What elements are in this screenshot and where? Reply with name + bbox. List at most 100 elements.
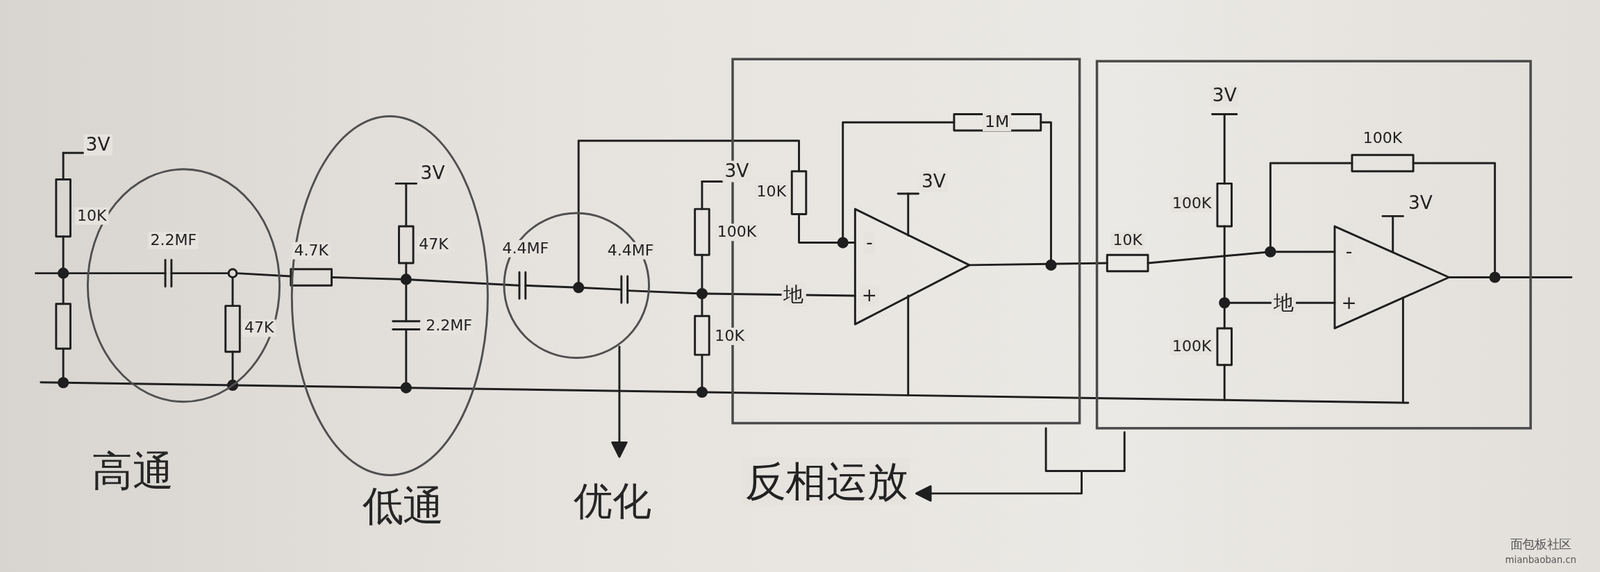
wire bbox=[1270, 163, 1353, 253]
supply-label: 3V bbox=[84, 134, 113, 155]
section-title: 反相运放 bbox=[743, 457, 911, 505]
wire bbox=[404, 183, 407, 227]
wire bbox=[578, 287, 622, 290]
resistor-symbol bbox=[225, 306, 241, 353]
wire bbox=[62, 273, 65, 305]
region-outline bbox=[86, 168, 281, 403]
wire bbox=[331, 277, 407, 280]
resistor-symbol bbox=[290, 269, 332, 287]
wire bbox=[1413, 163, 1496, 278]
wire bbox=[1391, 215, 1394, 252]
junction-dot bbox=[401, 383, 411, 393]
wire bbox=[700, 293, 703, 316]
region-caption: 低通 bbox=[362, 482, 445, 530]
pin-sign: - bbox=[1343, 241, 1355, 263]
wire bbox=[843, 122, 955, 243]
wire bbox=[171, 272, 229, 275]
region-ellipse bbox=[291, 115, 488, 475]
junction-dot bbox=[58, 378, 68, 388]
resistor-value: 4.7K bbox=[291, 242, 330, 260]
resistor-value: 10K bbox=[754, 182, 789, 200]
wire bbox=[700, 181, 703, 210]
supply-label: 3V bbox=[418, 163, 448, 185]
resistor-value: 1M bbox=[982, 113, 1012, 132]
capacitor-symbol bbox=[621, 276, 628, 303]
wire bbox=[525, 285, 579, 288]
wire bbox=[578, 140, 799, 289]
resistor-symbol bbox=[56, 304, 71, 350]
resistor-symbol bbox=[1106, 254, 1148, 272]
resistor-symbol bbox=[1352, 154, 1414, 172]
resistor-value: 10K bbox=[75, 207, 109, 225]
ground-note: 地 bbox=[1271, 290, 1296, 315]
wire bbox=[1223, 226, 1226, 303]
resistor-value: 100K bbox=[1170, 195, 1214, 213]
circled-region: 高通 bbox=[86, 168, 281, 403]
wire bbox=[906, 193, 910, 236]
resistor-symbol bbox=[695, 315, 710, 355]
resistor-symbol bbox=[1217, 328, 1232, 366]
supply-label: 3V bbox=[919, 170, 948, 192]
wire bbox=[62, 236, 65, 274]
wire bbox=[1223, 302, 1226, 329]
resistor-value: 100K bbox=[1361, 129, 1405, 148]
resistor-value: 47K bbox=[416, 236, 450, 254]
wire bbox=[969, 263, 1107, 266]
supply-label: 3V bbox=[1210, 85, 1239, 107]
supply-label: 3V bbox=[722, 161, 751, 182]
wire bbox=[236, 273, 291, 277]
wire bbox=[404, 329, 407, 388]
resistor-value: 10K bbox=[712, 327, 746, 346]
wire bbox=[404, 263, 407, 280]
wire bbox=[1382, 215, 1403, 218]
opamp-symbol bbox=[854, 209, 970, 325]
wire bbox=[702, 293, 855, 296]
wire bbox=[1449, 276, 1572, 279]
wire bbox=[1223, 365, 1226, 400]
wire bbox=[1270, 250, 1335, 253]
wire bbox=[62, 152, 65, 180]
resistor-value: 10K bbox=[1110, 231, 1144, 250]
watermark: 面包板社区 bbox=[1508, 538, 1574, 553]
resistor-symbol bbox=[695, 209, 710, 255]
wire bbox=[618, 346, 621, 445]
capacitor-value: 4.4MF bbox=[605, 242, 657, 260]
region-ellipse bbox=[87, 169, 280, 403]
region-caption: 高通 bbox=[91, 447, 174, 496]
resistor-value: 100K bbox=[715, 223, 759, 241]
wire bbox=[404, 279, 407, 321]
wire bbox=[406, 279, 520, 286]
resistor-symbol bbox=[791, 171, 807, 215]
wire bbox=[1045, 428, 1125, 472]
arrowhead bbox=[612, 442, 628, 457]
wire bbox=[928, 471, 1082, 494]
capacitor-symbol bbox=[393, 321, 420, 330]
pin-sign: - bbox=[863, 231, 875, 253]
stage-box bbox=[1097, 61, 1531, 429]
circled-region: 低通 bbox=[290, 115, 489, 477]
wire bbox=[700, 354, 703, 393]
wire bbox=[40, 382, 1409, 403]
capacitor-value: 2.2MF bbox=[423, 317, 475, 335]
region-outline bbox=[290, 115, 489, 477]
wire bbox=[231, 277, 235, 307]
capacitor-value: 2.2MF bbox=[147, 231, 199, 250]
wire bbox=[1402, 297, 1405, 403]
arrowhead bbox=[916, 486, 932, 502]
junction-dot bbox=[228, 269, 237, 278]
wire bbox=[897, 193, 919, 196]
wire bbox=[799, 213, 856, 243]
resistor-symbol bbox=[1217, 183, 1232, 227]
pin-sign: + bbox=[859, 285, 880, 307]
resistor-symbol bbox=[399, 226, 414, 264]
watermark: mianbaoban.cn bbox=[1503, 554, 1579, 566]
junction-dot bbox=[1046, 260, 1056, 270]
wire bbox=[1147, 252, 1271, 264]
ground-note: 地 bbox=[781, 283, 807, 307]
wire bbox=[1223, 114, 1226, 185]
circled-region: 优化 bbox=[502, 212, 650, 360]
circuit bbox=[35, 114, 1571, 502]
wire bbox=[700, 254, 703, 294]
wire bbox=[702, 180, 723, 183]
